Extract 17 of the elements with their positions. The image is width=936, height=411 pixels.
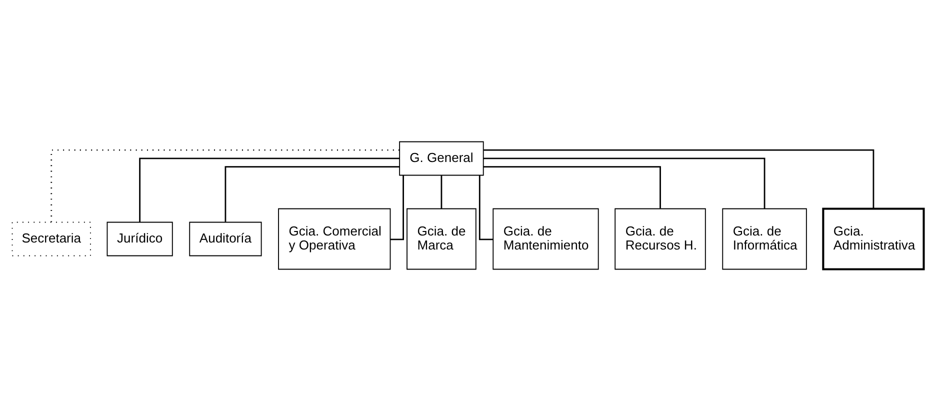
node-box: Gcia. de Marca <box>406 208 476 270</box>
node-box: Secretaria <box>12 222 91 256</box>
connector <box>484 149 874 209</box>
node-box: Auditoría <box>189 222 262 256</box>
node-box: Gcia. de Recursos H. <box>614 208 706 270</box>
node-box: Gcia. de Informática <box>722 208 807 270</box>
connector <box>440 176 442 209</box>
connector <box>483 166 661 208</box>
node-box: Gcia. Administrativa <box>822 208 925 270</box>
node-box: Gcia. de Mantenimiento <box>492 208 599 270</box>
node-box: Jurídico <box>106 222 173 256</box>
connector <box>139 158 400 222</box>
connector <box>224 166 400 222</box>
node-box: Gcia. Comercial y Operativa <box>278 208 391 270</box>
node-box: G. General <box>399 141 484 176</box>
connector <box>483 158 766 209</box>
connector <box>50 149 400 222</box>
